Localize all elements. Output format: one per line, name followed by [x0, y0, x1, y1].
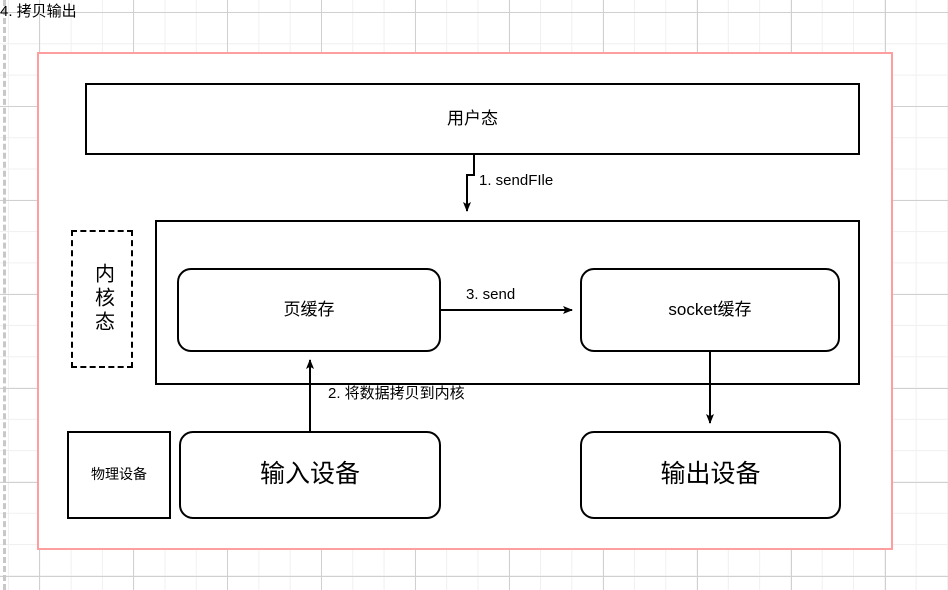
node-input-device[interactable]: 输入设备	[179, 431, 441, 519]
page-boundary-dashed-line	[3, 0, 6, 590]
node-physical-device[interactable]: 物理设备	[67, 431, 171, 519]
node-page-cache-label: 页缓存	[283, 300, 335, 320]
edge-label-copy-to-kernel: 2. 将数据拷贝到内核	[328, 385, 465, 402]
node-kernel-mode-label-box[interactable]: 内核态	[71, 230, 133, 368]
edge-label-sendfile: 1. sendFIle	[479, 172, 554, 189]
edge-label-copy-output: 4. 拷贝输出	[0, 3, 77, 20]
node-socket-buffer-label: socket缓存	[668, 300, 752, 320]
node-kernel-mode-label: 内核态	[91, 263, 114, 335]
node-input-device-label: 输入设备	[259, 460, 360, 489]
node-output-device[interactable]: 输出设备	[580, 431, 841, 519]
node-output-device-label: 输出设备	[660, 460, 761, 489]
node-user-mode-label: 用户态	[447, 109, 498, 129]
edge-label-send: 3. send	[466, 286, 516, 303]
node-user-mode[interactable]: 用户态	[85, 83, 860, 155]
node-page-cache[interactable]: 页缓存	[177, 268, 441, 352]
node-socket-buffer[interactable]: socket缓存	[580, 268, 840, 352]
node-physical-device-label: 物理设备	[91, 466, 147, 483]
